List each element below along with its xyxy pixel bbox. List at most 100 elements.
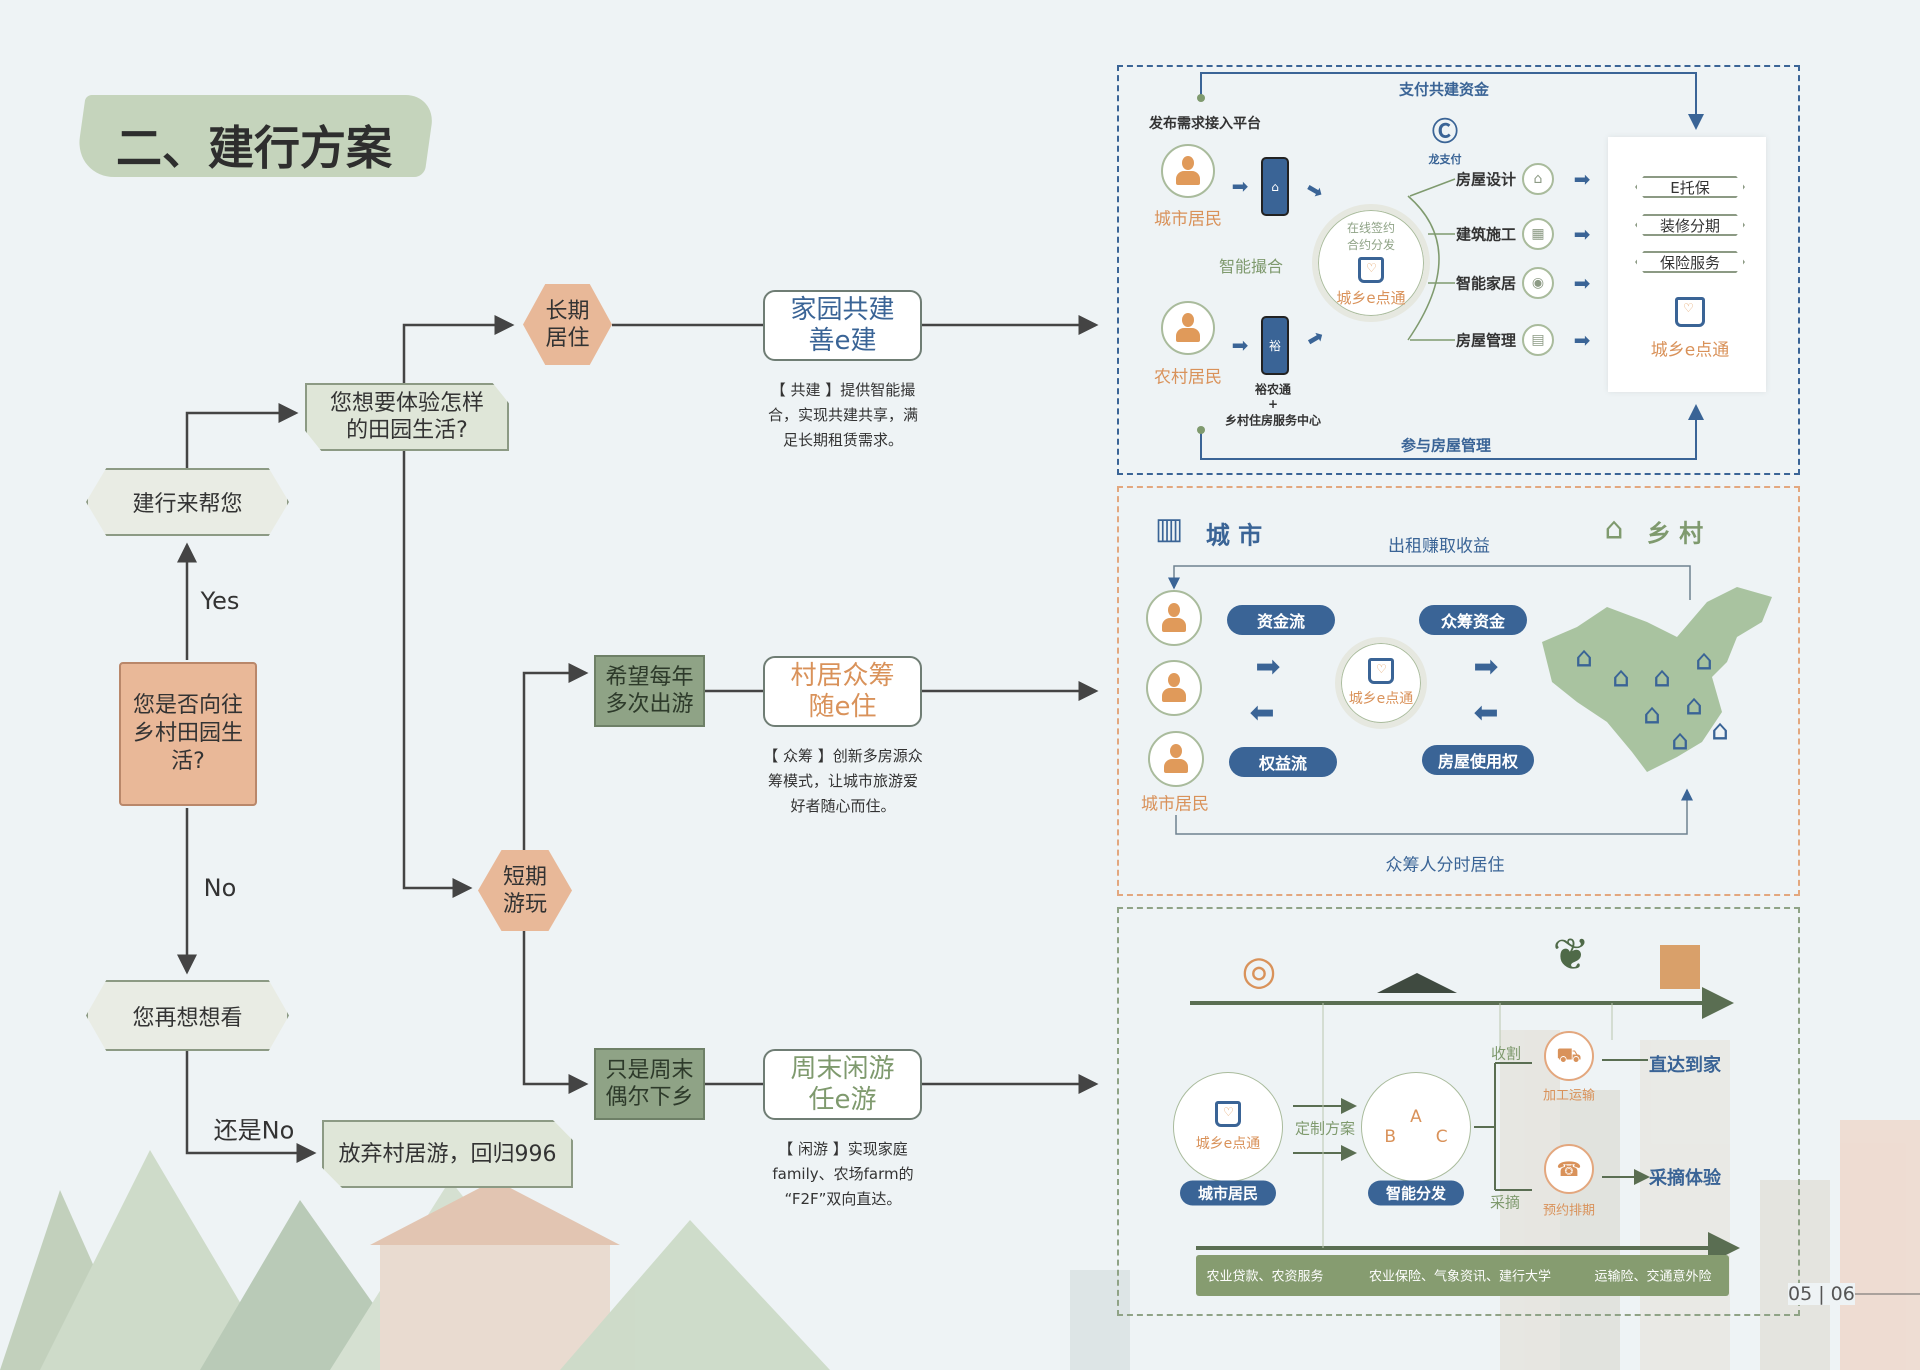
village-heading: 乡 村 (1646, 519, 1704, 548)
platform-logo-icon (1215, 1101, 1241, 1127)
card-leisure: 周末闲游任e游 (763, 1049, 922, 1120)
construction-icon: ▦ (1522, 218, 1554, 250)
yunongtong-label: 裕农通 (1254, 382, 1292, 397)
resident-avatar (1148, 731, 1204, 787)
center-name: 城乡e点通 (1195, 1136, 1261, 1152)
center-name: 城乡e点通 (1348, 691, 1414, 707)
panel-platform-name: 城乡e点通 (1650, 340, 1730, 361)
product-insurance: 保险服务 (1635, 251, 1745, 273)
process-label: 加工运输 (1542, 1088, 1596, 1104)
center-platform-circle: 城乡e点通 (1335, 637, 1427, 729)
fund-flow-pill: 资金流 (1227, 605, 1335, 635)
desc-line: 足长期租赁需求。 (782, 431, 903, 449)
house-marker-icon: ⌂ (1643, 697, 1661, 731)
platform-circle: 城乡e点通 (1173, 1072, 1283, 1182)
arrow-right-icon: ➡ (1573, 271, 1591, 295)
card-title: 周末闲游 (790, 1053, 895, 1084)
timeshare-label: 众筹人分时居住 (1385, 855, 1505, 876)
question-node: 您是否向往乡村田园生活? (119, 662, 257, 806)
city-buildings-icon: ▥ (1154, 511, 1184, 547)
city-resident-label: 城市居民 (1154, 209, 1222, 230)
village-house-icon: ⌂ (1604, 511, 1624, 547)
card-co-build-desc: 【 共建 】提供智能撮合，实现共建共享，满足长期租赁需求。 (752, 378, 934, 453)
option-bc: BC (1384, 1127, 1487, 1147)
card-title: 村居众筹 (790, 660, 895, 691)
card-leisure-desc: 【 闲游 】实现家庭 family、农场farm的 “F2F”双向直达。 (752, 1137, 934, 1212)
person-icon (1162, 673, 1186, 703)
resident-avatar (1146, 660, 1202, 716)
dispatch-circle: A BC (1361, 1072, 1471, 1182)
weekend-node: 只是周末偶尔下乡 (594, 1048, 705, 1120)
harvest-label: 收割 (1490, 1044, 1522, 1063)
house-marker-icon: ⌂ (1612, 660, 1630, 694)
dispatch-pill: 智能分发 (1368, 1180, 1464, 1206)
arrow-left-icon: ➡ (1473, 695, 1499, 731)
arrow-right-icon: ➡ (1255, 649, 1281, 685)
participate-label: 参与房屋管理 (1400, 436, 1492, 455)
arrow-right-icon: ➡ (1231, 174, 1249, 198)
publish-label: 发布需求接入平台 (1149, 116, 1261, 132)
card-title: 家园共建 (790, 294, 895, 325)
arrow-right-icon: ➡ (1231, 333, 1249, 357)
leisure-panel (1117, 907, 1800, 1316)
yearly-trips-node: 希望每年多次出游 (594, 655, 705, 727)
card-crowdfund: 村居众筹随e住 (763, 656, 922, 727)
desc-line: 【 闲游 】实现家庭 (778, 1140, 908, 1158)
package-box-icon (1660, 945, 1700, 989)
option-c: C (1435, 1127, 1488, 1147)
desc-line: “F2F”双向直达。 (784, 1190, 902, 1208)
house-management-icon: ▤ (1522, 324, 1554, 356)
rural-resident-label: 农村居民 (1154, 367, 1222, 388)
platform-logo-icon (1368, 658, 1394, 684)
arrow-right-icon: ➡ (1573, 328, 1591, 352)
platform-logo-icon (1358, 256, 1384, 283)
crop-plant-icon: ❦ (1552, 929, 1590, 981)
rethink-label: 您再想想看 (132, 1005, 243, 1031)
desc-line: 合，实现共建共享，满 (767, 406, 918, 424)
center-sub1: 在线签约 (1346, 220, 1395, 235)
desc-line: family、农场farm的 (772, 1165, 914, 1183)
card-co-build: 家园共建善e建 (763, 290, 922, 361)
desc-line: 好者随心而住。 (790, 797, 896, 815)
service-house-design: 房屋设计 (1455, 170, 1517, 189)
rent-income-label: 出租赚取收益 (1388, 536, 1490, 557)
desc-line: 【 共建 】提供智能撮 (770, 381, 916, 399)
house-use-pill: 房屋使用权 (1422, 745, 1534, 775)
still-no-label: 还是No (213, 1116, 295, 1145)
long-pay-logo-icon: Ⓒ (1431, 117, 1459, 148)
services-bar: 农业贷款、农资服务 农业保险、气象资讯、建行大学 运输险、交通意外险 (1196, 1255, 1729, 1296)
house-marker-icon: ⌂ (1671, 723, 1689, 757)
product-e-tuobao: E托保 (1635, 176, 1745, 198)
phone-icon: ☎ (1544, 1144, 1594, 1194)
arrow-right-icon: ➡ (1573, 167, 1591, 191)
pick-label: 采摘 (1489, 1193, 1521, 1212)
card-subtitle: 善e建 (808, 325, 877, 356)
schedule-label: 预约排期 (1542, 1203, 1596, 1219)
center-name: 城乡e点通 (1336, 288, 1406, 307)
house-marker-icon: ⌂ (1653, 660, 1671, 694)
city-heading: 城 市 (1205, 521, 1263, 550)
center-sub2: 合约分发 (1346, 237, 1395, 252)
crowdfund-panel (1117, 486, 1800, 896)
service-smart-home: 智能家居 (1455, 274, 1517, 293)
center-platform-circle: 在线签约 合约分发 城乡e点通 (1312, 204, 1430, 322)
rural-resident-avatar (1161, 301, 1215, 355)
yunongtong-phone-icon: 裕 (1261, 316, 1289, 375)
home-delivery-label: 直达到家 (1649, 1055, 1721, 1076)
card-subtitle: 任e游 (808, 1084, 877, 1115)
city-resident-avatar (1161, 144, 1215, 198)
phone-app-icon: ⌂ (1261, 157, 1289, 216)
service-center-label: 乡村住房服务中心 (1224, 413, 1322, 428)
service-construction: 建筑施工 (1455, 225, 1517, 244)
crowd-funds-pill: 众筹资金 (1419, 605, 1527, 635)
coins-icon: ◎ (1241, 948, 1277, 994)
co-build-panel (1117, 65, 1800, 475)
matching-label: 智能撮合 (1218, 257, 1284, 276)
arrow-right-icon: ➡ (1573, 222, 1591, 246)
person-icon (1162, 603, 1186, 633)
picking-experience-label: 采摘体验 (1649, 1168, 1721, 1189)
page-title: 二、建行方案 (116, 121, 392, 175)
which-life-node: 您想要体验怎样的田园生活? (305, 383, 509, 451)
